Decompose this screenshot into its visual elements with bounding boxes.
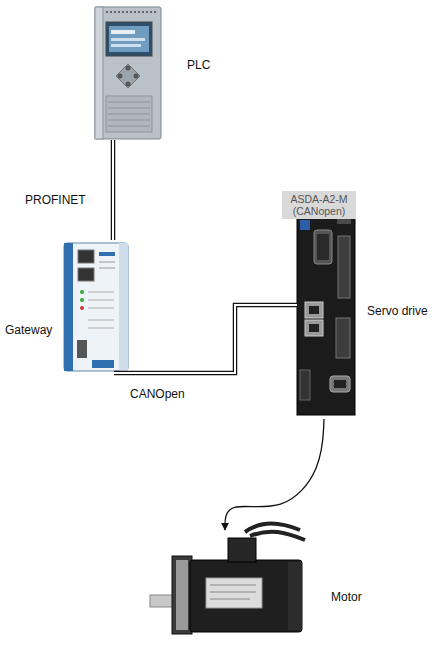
motor-illustration [150,524,305,635]
gateway-device: Gateway [60,240,132,375]
cable-inner [112,140,114,240]
connector-group [225,419,324,530]
servo-drive-illustration [297,215,355,415]
device-label: Servo drive [367,304,443,318]
bus-cable [111,140,116,240]
plc-illustration [95,7,161,139]
connector-group [114,305,297,373]
bus-label: CANOpen [130,387,185,401]
device-label: Gateway [5,323,59,337]
power-arrow [225,419,324,530]
bus-cable [114,305,297,373]
plc-device: PLC [95,5,163,140]
gateway-illustration [64,243,128,371]
connector-group [113,140,114,240]
servo-drive-device: ASDA-A2-M (CANopen)Servo drive [297,215,355,415]
motor-device: Motor [150,530,310,640]
device-label: PLC [187,58,227,72]
device-label: Motor [331,590,381,604]
cable-inner [114,305,297,373]
model-tag: ASDA-A2-M (CANopen) [282,191,356,219]
bus-label: PROFINET [25,193,86,207]
